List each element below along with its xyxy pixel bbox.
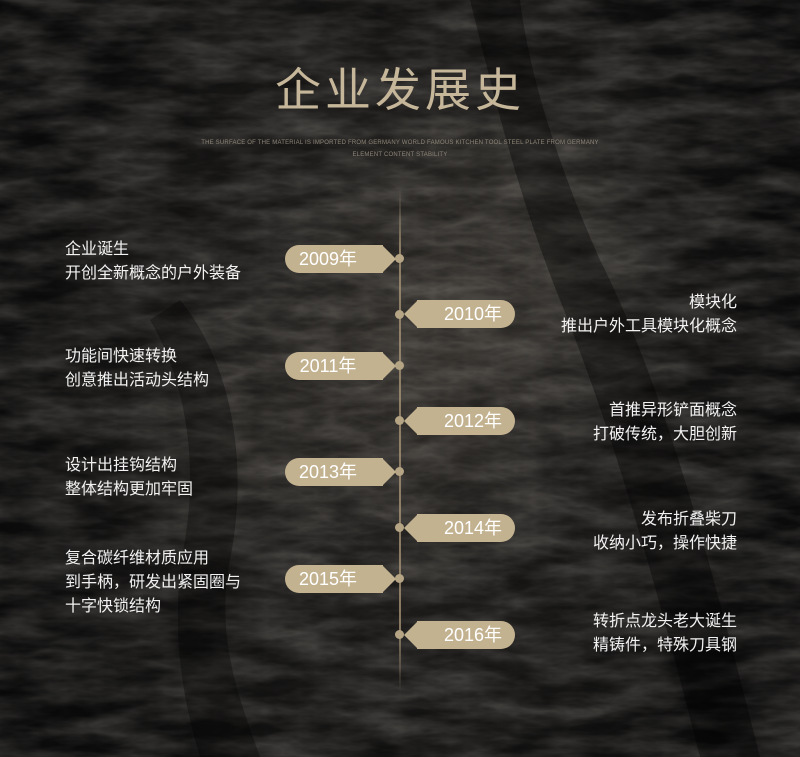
milestone-description: 模块化推出户外工具模块化概念: [561, 290, 737, 338]
milestone-line: 模块化: [688, 292, 737, 311]
milestone-description: 转折点龙头老大诞生精铸件，特殊刀具钢: [593, 609, 737, 657]
milestone-line: 收纳小巧，操作快捷: [592, 533, 737, 552]
subtitle-line: THE SURFACE OF THE MATERIAL IS IMPORTED …: [201, 140, 599, 146]
milestone-line: 发布折叠柴刀: [640, 509, 737, 528]
milestone-description: 功能间快速转换创意推出活动头结构: [65, 344, 209, 392]
year-badge: 2012年: [404, 407, 515, 435]
milestone-line: 到手柄，研发出紧固圈与: [65, 572, 242, 591]
year-badge: 2013年: [285, 458, 396, 486]
year-badge: 2016年: [404, 621, 515, 649]
milestone-description: 企业诞生开创全新概念的户外装备: [65, 237, 241, 285]
milestone-line: 打破传统，大胆创新: [592, 424, 737, 443]
milestone-description: 复合碳纤维材质应用到手柄，研发出紧固圈与十字快锁结构: [65, 546, 241, 618]
year-badge: 2009年: [285, 245, 396, 273]
milestone-line: 功能间快速转换: [65, 346, 178, 365]
timeline-dot: [395, 523, 404, 532]
milestone-line: 整体结构更加牢固: [65, 479, 194, 498]
subtitle-line: ELEMENT CONTENT STABILITY: [352, 152, 448, 158]
page-title: 企业发展史: [275, 63, 525, 117]
timeline-dot: [395, 574, 404, 583]
milestone-line: 精铸件，特殊刀具钢: [592, 635, 737, 654]
milestone-line: 十字快锁结构: [65, 596, 162, 615]
milestone-line: 首推异形铲面概念: [608, 400, 737, 419]
timeline-dot: [395, 361, 404, 370]
page-subtitle: THE SURFACE OF THE MATERIAL IS IMPORTED …: [180, 137, 620, 161]
milestone-description: 设计出挂钩结构整体结构更加牢固: [65, 453, 193, 501]
milestone-line: 设计出挂钩结构: [65, 455, 178, 474]
timeline-axis: [399, 188, 401, 692]
milestone-line: 创意推出活动头结构: [65, 370, 210, 389]
milestone-line: 复合碳纤维材质应用: [65, 548, 210, 567]
year-badge: 2010年: [404, 300, 515, 328]
milestone-line: 开创全新概念的户外装备: [65, 263, 242, 282]
milestone-line: 推出户外工具模块化概念: [560, 316, 737, 335]
timeline-dot: [395, 416, 404, 425]
year-badge: 2014年: [404, 514, 515, 542]
milestone-description: 发布折叠柴刀收纳小巧，操作快捷: [593, 507, 737, 555]
timeline-dot: [395, 254, 404, 263]
milestone-line: 转折点龙头老大诞生: [592, 611, 737, 630]
year-badge: 2011年: [285, 352, 396, 380]
milestone-line: 企业诞生: [65, 239, 130, 258]
timeline-dot: [395, 630, 404, 639]
timeline-dot: [395, 467, 404, 476]
year-badge: 2015年: [285, 565, 396, 593]
timeline-dot: [395, 310, 404, 319]
milestone-description: 首推异形铲面概念打破传统，大胆创新: [593, 398, 737, 446]
